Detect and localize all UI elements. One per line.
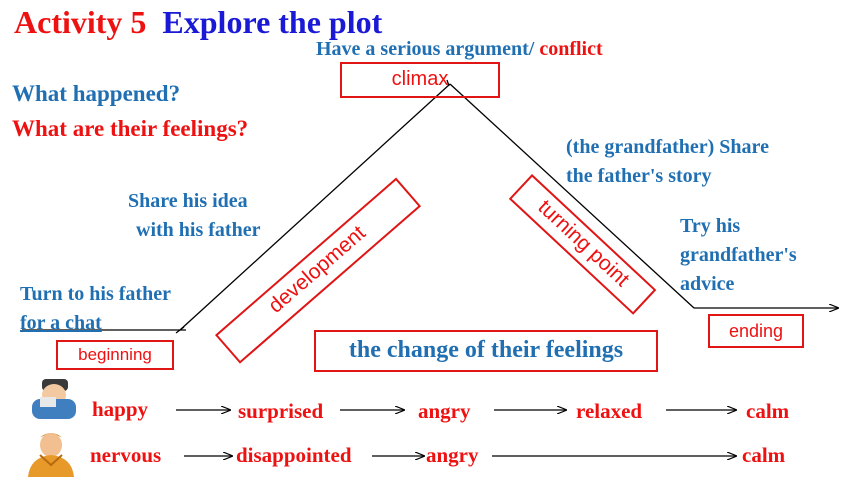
turning-point-event: (the grandfather) Share the father's sto… bbox=[566, 133, 769, 191]
climax-box: climax bbox=[340, 62, 500, 98]
page-title: Activity 5 Explore the plot bbox=[14, 4, 382, 41]
ending-event-line3: advice bbox=[680, 273, 735, 295]
son-feeling-1: happy bbox=[92, 397, 149, 421]
father-feeling-1: nervous bbox=[90, 443, 162, 467]
development-event-line2: with his father bbox=[136, 219, 261, 241]
climax-caption: Have a serious argument/ conflict bbox=[316, 38, 603, 61]
feelings-change-box: the change of their feelings bbox=[314, 330, 658, 372]
climax-label: climax bbox=[391, 68, 449, 90]
question-what-happened: What happened? bbox=[12, 81, 181, 106]
son-feeling-3: angry bbox=[418, 399, 471, 423]
beginning-label: beginning bbox=[78, 345, 152, 364]
son-feeling-4: relaxed bbox=[576, 399, 643, 423]
question-feelings: What are their feelings? bbox=[12, 116, 249, 141]
ending-event-line2: grandfather's bbox=[680, 244, 797, 266]
development-event-line1: Share his idea bbox=[128, 190, 248, 212]
beginning-event-line1: Turn to his father bbox=[20, 283, 171, 305]
climax-caption-part1: Have a serious argument/ bbox=[316, 38, 540, 60]
beginning-event: Turn to his father for a chat bbox=[20, 280, 171, 338]
father-feeling-2: disappointed bbox=[236, 443, 352, 467]
title-topic: Explore the plot bbox=[162, 4, 383, 40]
development-event: Share his idea with his father bbox=[128, 187, 260, 245]
ending-event: Try his grandfather's advice bbox=[680, 212, 797, 299]
climax-caption-part2: conflict bbox=[539, 38, 603, 60]
son-feeling-5: calm bbox=[746, 399, 790, 423]
boy-avatar-icon bbox=[32, 379, 76, 419]
title-activity: Activity 5 bbox=[14, 4, 147, 40]
ending-event-line1: Try his bbox=[680, 215, 741, 237]
beginning-event-line2: for a chat bbox=[20, 312, 102, 334]
father-feeling-4: calm bbox=[742, 443, 786, 467]
man-avatar-icon bbox=[28, 433, 74, 477]
beginning-box: beginning bbox=[56, 340, 174, 370]
son-feeling-2: surprised bbox=[238, 399, 324, 423]
turning-point-event-line2: the father's story bbox=[566, 165, 712, 187]
ending-box: ending bbox=[708, 314, 804, 348]
feelings-change-label: the change of their feelings bbox=[348, 337, 624, 363]
turning-point-event-line1: (the grandfather) Share bbox=[566, 136, 769, 158]
father-feeling-3: angry bbox=[426, 443, 479, 467]
ending-label: ending bbox=[728, 321, 784, 341]
